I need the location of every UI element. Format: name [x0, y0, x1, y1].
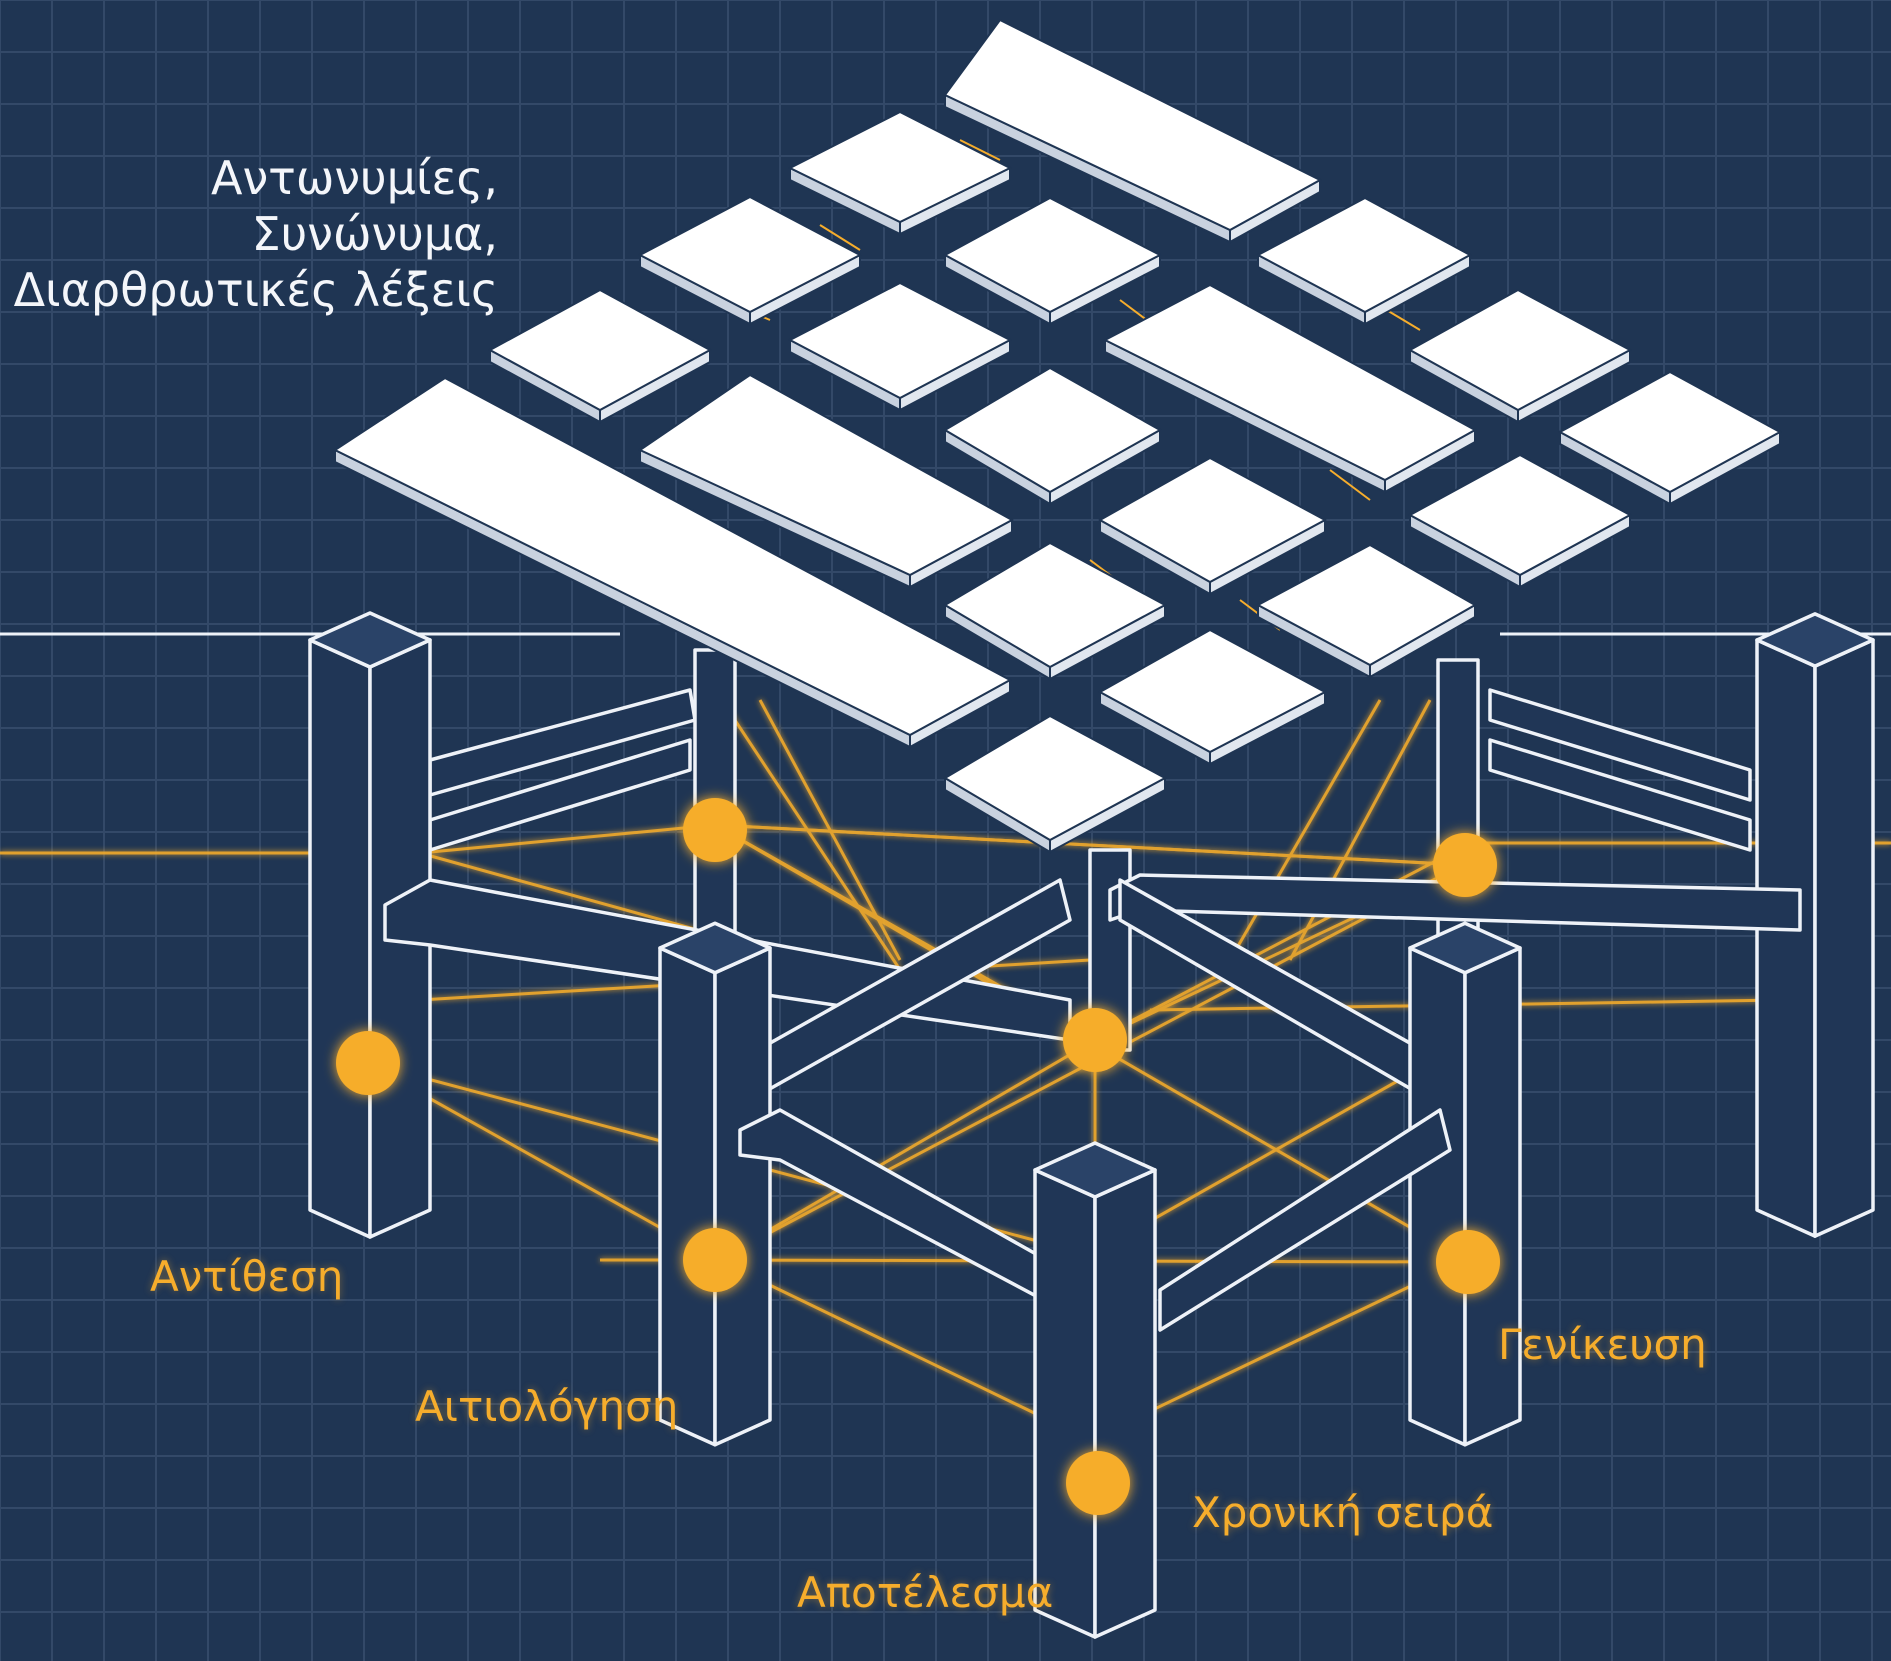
- beam: [1488, 738, 1752, 852]
- column-front-center: [1033, 1141, 1157, 1639]
- tile: [943, 541, 1168, 681]
- label-apotelesma: Αποτέλεσμα: [797, 1568, 1054, 1617]
- node-top-left: [683, 798, 747, 862]
- label-genikeusi: Γενίκευση: [1498, 1320, 1707, 1369]
- tile: [637, 195, 863, 326]
- tile-long-top: [943, 18, 1323, 244]
- column-front-right: [1408, 921, 1522, 1447]
- tile-long-right: [1102, 283, 1478, 494]
- tile: [787, 110, 1013, 236]
- tile: [487, 288, 713, 424]
- tile: [1557, 370, 1783, 506]
- column-front-left: [658, 921, 772, 1447]
- tile: [942, 196, 1163, 326]
- node-antithesi: [336, 1031, 400, 1095]
- beam: [1488, 688, 1752, 802]
- tile-long-left: [332, 376, 1013, 749]
- top-label-line1: Αντωνυμίες,: [210, 151, 498, 205]
- node-genikeusi: [1436, 1230, 1500, 1294]
- label-aitiologisi: Αιτιολόγηση: [415, 1382, 679, 1431]
- beam-mid-right: [1108, 873, 1802, 932]
- label-xroniki-seira: Χρονική σειρά: [1192, 1488, 1494, 1537]
- top-label-line3: Διαρθρωτικές λέξεις: [13, 263, 498, 317]
- label-antithesi: Αντίθεση: [150, 1252, 344, 1301]
- tile-long-mid: [637, 373, 1015, 589]
- column-far-right: [1755, 612, 1875, 1238]
- node-aitiologisi: [683, 1228, 747, 1292]
- platform-tiles: [332, 18, 1783, 854]
- node-top-right: [1433, 833, 1497, 897]
- tile: [1407, 453, 1633, 589]
- tile: [1097, 628, 1328, 766]
- tile: [943, 714, 1168, 854]
- tile: [787, 281, 1013, 412]
- frame-structure: [308, 611, 1875, 1639]
- tile: [1097, 456, 1328, 596]
- tile: [943, 366, 1163, 506]
- tile: [1407, 288, 1633, 424]
- tile: [1255, 543, 1478, 679]
- tile: [1255, 196, 1473, 326]
- connector-nodes: [336, 798, 1500, 1515]
- beam-low-right: [1158, 1108, 1452, 1332]
- node-apotelesma: [1066, 1451, 1130, 1515]
- top-label: Αντωνυμίες, Συνώνυμα, Διαρθρωτικές λέξει…: [14, 150, 498, 318]
- node-center: [1063, 1008, 1127, 1072]
- top-label-line2: Συνώνυμα,: [251, 207, 498, 261]
